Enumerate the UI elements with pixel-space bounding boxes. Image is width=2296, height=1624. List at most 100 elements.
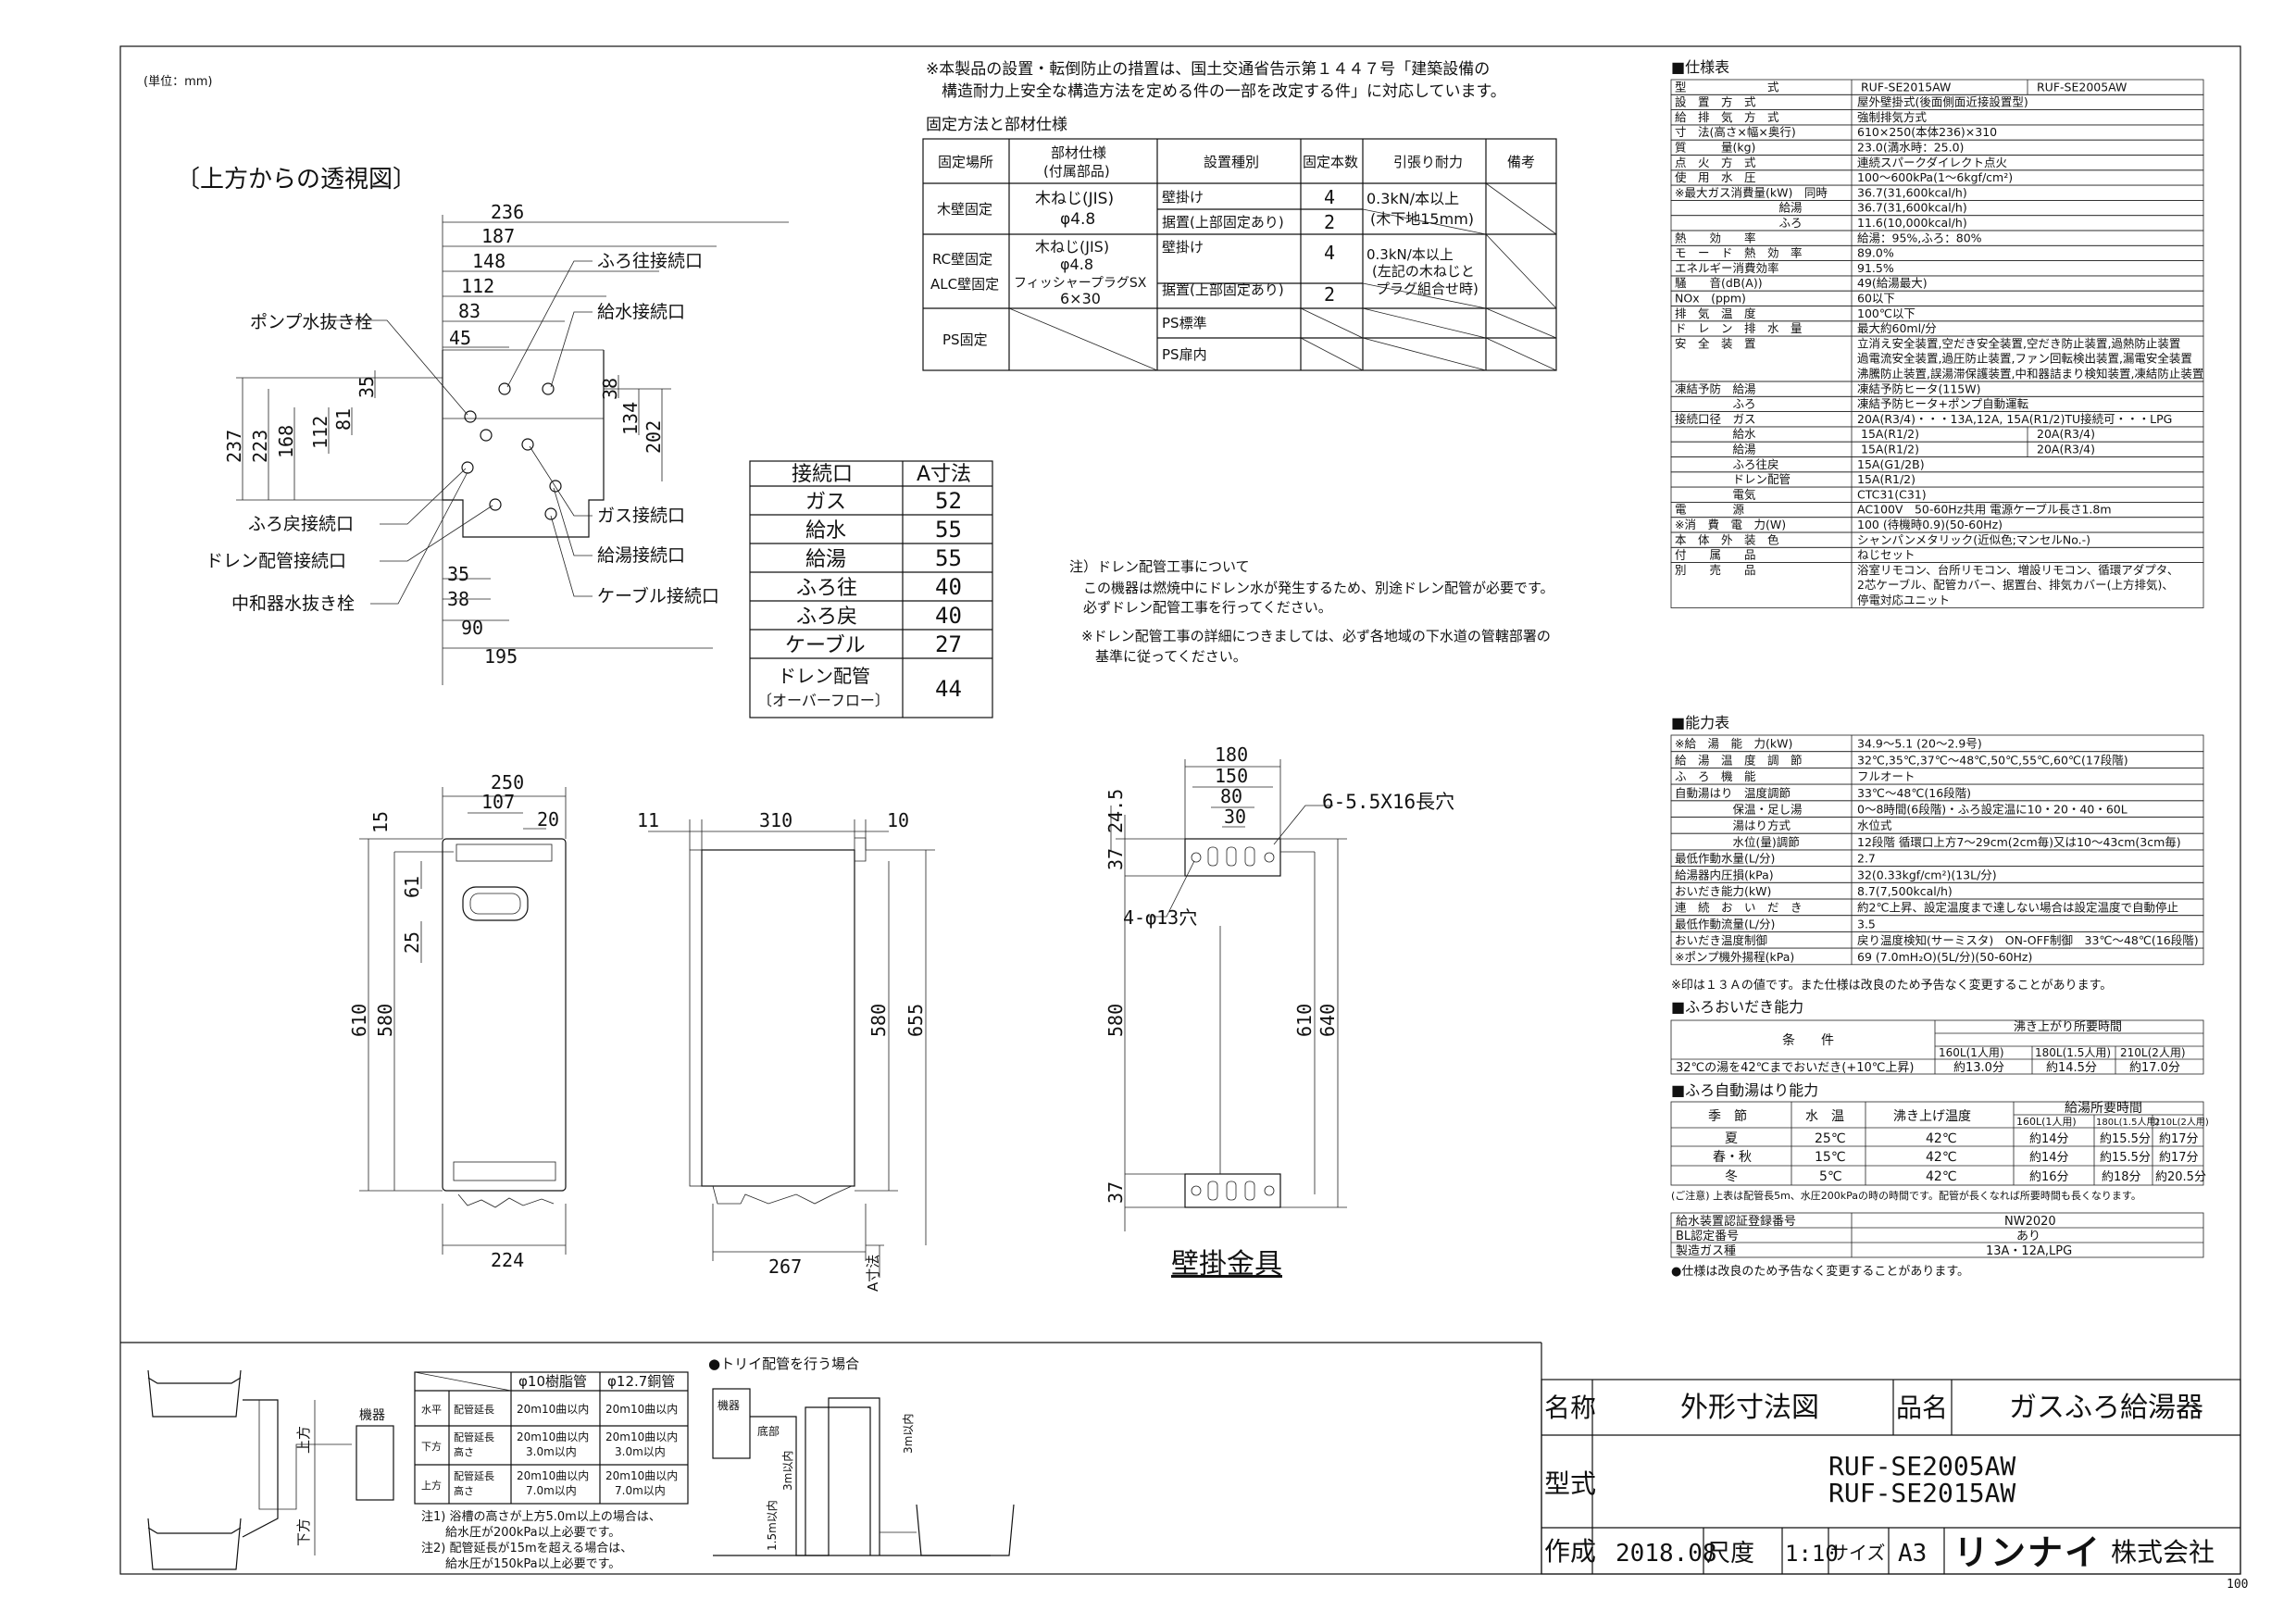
bracket-title: 壁掛金具 <box>1171 1248 1282 1280</box>
spec-value-16: 最大約60ml/分 <box>1857 321 1937 335</box>
dim-134: 134 <box>619 402 642 435</box>
cert-label-1: BL認定番号 <box>1676 1229 1739 1243</box>
label-drain-pipe: ドレン配管接続口 <box>206 551 346 571</box>
spec-value-0-0: RUF-SE2015AW <box>1861 80 1951 94</box>
piping-up-resin-l1: 20m10曲以内 <box>517 1469 589 1482</box>
piping-horiz: 水平 <box>421 1404 442 1416</box>
perf-value-0: 34.9〜5.1 (20〜2.9号) <box>1857 737 1982 751</box>
fixing-wood-wall: 壁掛け <box>1162 189 1204 206</box>
front-body <box>442 838 567 1192</box>
bracket-dim-37-top: 37 <box>1104 848 1127 870</box>
spec-label-8: 給湯 <box>1675 201 1803 215</box>
dim-187: 187 <box>481 225 515 247</box>
spec-value-9: 11.6(10,000kcal/h) <box>1857 216 1967 230</box>
autofill-spring: 春・秋 <box>1713 1150 1752 1165</box>
reheat-160: 約13.0分 <box>1953 1061 2004 1075</box>
reheat-h-210: 210L(2人用) <box>2120 1046 2186 1059</box>
perf-label-9: おいだき能力(kW) <box>1675 884 1771 898</box>
trap-unit: 機器 <box>718 1398 740 1412</box>
piping-down-item: 配管延長高さ <box>454 1430 494 1458</box>
perf-value-13: 69 (7.0mH₂O)(5L/分)(50-60Hz) <box>1857 950 2032 964</box>
spec-label-2: 給 排 気 方 式 <box>1675 110 1779 124</box>
fixing-rc-strength-l3: プラグ組合せ時) <box>1376 281 1479 297</box>
dim-38-b: 38 <box>447 588 469 610</box>
dim-236: 236 <box>491 201 524 223</box>
spec-value-2: 強制排気方式 <box>1857 110 1928 124</box>
spec-value-23: 15A(G1/2B) <box>1857 457 1925 471</box>
fixing-wood-stand: 据置(上部固定あり) <box>1162 214 1284 231</box>
autofill-summer-180: 約15.5分 <box>2100 1132 2151 1146</box>
bracket-dim-80: 80 <box>1220 785 1242 807</box>
spec-label-28: 本 体 外 装 色 <box>1675 532 1779 546</box>
fixing-h-remark: 備考 <box>1507 154 1535 170</box>
dim-112: 112 <box>461 275 494 297</box>
fixing-ps-door: PS扉内 <box>1162 346 1207 363</box>
spec-label-21: 給水 <box>1675 427 1756 441</box>
autofill-summer-s: 42℃ <box>1926 1131 1957 1146</box>
perf-value-6: 12段階 循環口上方7〜29cm(2cm毎)又は10〜43cm(3cm毎) <box>1857 835 2181 849</box>
drain-note-4: ※ドレン配管工事の詳細につきましては、必ず各地域の下水道の管轄部署の <box>1081 628 1551 644</box>
autofill-summer-210: 約17分 <box>2159 1132 2199 1146</box>
trap-bottom: 底部 <box>757 1424 780 1438</box>
a-row-hot: 給湯 <box>805 548 846 571</box>
piping-down-item-l2: 高さ <box>454 1445 474 1458</box>
autofill-winter-210: 約20.5分 <box>2155 1170 2206 1184</box>
cert-value-1: あり <box>2016 1230 2040 1243</box>
piping-h-copper: φ12.7銅管 <box>607 1373 675 1390</box>
a-table-header-a: A寸法 <box>917 463 971 486</box>
fixing-wood-member-l1: 木ねじ(JIS) <box>1035 190 1114 208</box>
autofill-h-watertemp: 水 温 <box>1805 1109 1844 1124</box>
fixing-wood-member: 木ねじ(JIS)φ4.8 <box>1035 190 1114 229</box>
autofill-note: (ご注意) 上表は配管長5m、水圧200kPaの時の時間です。配管が長くなれば所… <box>1671 1189 2141 1202</box>
title-size: A3 <box>1898 1540 1927 1568</box>
top-view: 〔上方からの透視図〕 236 187 148 112 83 45 <box>176 166 789 685</box>
spec-value-21-0: 15A(R1/2) <box>1861 427 1919 441</box>
drain-note-1: 注）ドレン配管工事について <box>1069 558 1250 575</box>
piping-note-3: 注2) 配管延長が15mを超える場合は、 <box>421 1542 632 1555</box>
piping-down-copper-l2: 3.0m以内 <box>615 1445 666 1458</box>
label-pump-drain: ポンプ水抜き栓 <box>250 312 372 332</box>
fixing-rc-stand: 据置(上部固定あり) <box>1162 281 1284 298</box>
dim-237: 237 <box>223 430 245 463</box>
drawing-frame <box>119 45 2241 1575</box>
drain-note-5: 基準に従ってください。 <box>1081 648 1247 665</box>
perf-value-9: 8.7(7,500kcal/h) <box>1857 884 1953 898</box>
dim-38: 38 <box>599 378 621 400</box>
front-dim-lines <box>359 787 567 1255</box>
title-name-value: 外形寸法図 <box>1680 1392 1819 1424</box>
dim-168: 168 <box>275 425 297 458</box>
fixing-rc-strength-l1: 0.3kN/本以上 <box>1366 246 1454 263</box>
fixing-h-strength: 引張り耐力 <box>1393 154 1463 170</box>
a-row-drain-val: 44 <box>935 676 962 702</box>
dim-112-v: 112 <box>309 416 331 449</box>
bracket-dim-30: 30 <box>1224 806 1246 828</box>
spec-label-26: 電 源 <box>1675 503 1745 517</box>
side-dim-655: 655 <box>905 1004 927 1037</box>
bath-unit: 機器 <box>359 1408 385 1423</box>
label-water-in: 給水接続口 <box>597 302 685 322</box>
autofill-summer-160: 約14分 <box>2029 1132 2069 1146</box>
title-size-label: サイズ <box>1830 1542 1885 1564</box>
perf-value-5: 水位式 <box>1857 818 1892 832</box>
fixing-wood-strength-l1: 0.3kN/本以上 <box>1366 190 1459 207</box>
spec-value-14: 60以下 <box>1857 292 1895 306</box>
fixing-table: 固定場所 部材仕様(付属部品) 設置種別 固定本数 引張り耐力 備考 木壁固定 … <box>922 138 1557 371</box>
perf-label-7: 最低作動水量(L/分) <box>1675 852 1775 866</box>
title-product-value: ガスふろ給湯器 <box>2009 1392 2203 1424</box>
spec-value-7: 36.7(31,600kcal/h) <box>1857 185 1967 199</box>
perf-label-11: 最低作動流量(L/分) <box>1675 917 1775 931</box>
spec-label-20: 接続口径 ガス <box>1675 412 1756 426</box>
bracket-dim-37-bottom: 37 <box>1104 1181 1127 1204</box>
perf-label-2: ふ ろ 機 能 <box>1675 769 1756 783</box>
spec-value-22-1: 20A(R3/4) <box>2037 443 2095 456</box>
autofill-spring-180: 約15.5分 <box>2100 1151 2151 1165</box>
dim-45: 45 <box>449 327 471 349</box>
top-dim-lines <box>442 215 789 685</box>
fixing-rc-wall: 壁掛け <box>1162 239 1204 256</box>
spec-value-4: 23.0(満水時：25.0) <box>1857 141 1964 155</box>
spec-label-17: 安 全 装 置 <box>1675 336 1756 350</box>
a-row-bathret-val: 40 <box>935 603 962 629</box>
spec-label-19: ふろ <box>1675 397 1756 411</box>
